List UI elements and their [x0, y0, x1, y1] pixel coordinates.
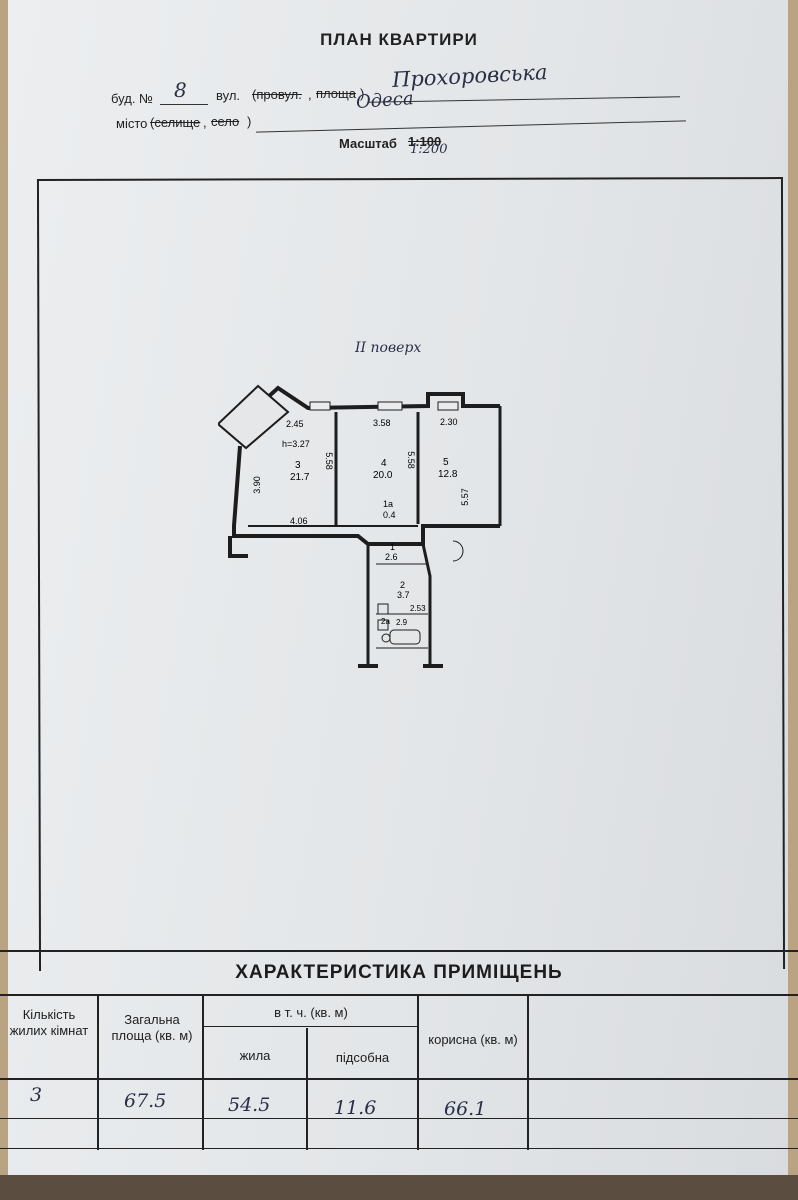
- value-aux: 11.6: [334, 1097, 377, 1119]
- value-total: 67.5: [124, 1090, 167, 1112]
- room-1a-number: 1а: [383, 499, 394, 509]
- room-2-number: 2: [400, 580, 406, 590]
- street-label: вул.: [216, 88, 241, 103]
- value-useful: 66.1: [444, 1098, 487, 1120]
- col-aux-header: підсобна: [335, 1050, 390, 1065]
- room-4-number: 4: [381, 458, 387, 469]
- dim-557: 5.57: [459, 488, 470, 506]
- dim-558-b: 5.58: [405, 451, 416, 469]
- room-3-number: 3: [295, 460, 301, 471]
- room-1-number: 1: [390, 542, 396, 552]
- dim-253: 2.53: [410, 604, 426, 613]
- room-1a-area: 0.4: [383, 510, 396, 520]
- city-struck-settlement: (селище: [150, 115, 201, 130]
- floor-plan: [218, 384, 502, 668]
- table-values-line: [0, 1078, 798, 1080]
- room-4-area: 20.0: [373, 470, 393, 481]
- room-1-area: 2.6: [385, 552, 398, 562]
- dim-358: 3.58: [373, 418, 391, 428]
- characteristics-title: ХАРАКТЕРИСТИКА ПРИМІЩЕНЬ: [235, 962, 563, 983]
- street-struck-square: площа: [316, 86, 356, 101]
- room-5-number: 5: [443, 457, 449, 468]
- city-struck-village: село: [211, 114, 240, 129]
- dim-406: 4.06: [290, 516, 308, 526]
- col-useful-header: корисна (кв. м): [428, 1032, 518, 1047]
- value-rooms: 3: [30, 1084, 43, 1106]
- table-header-line: [0, 994, 798, 996]
- building-number: 8: [174, 78, 187, 102]
- document-sheet: [8, 0, 788, 1200]
- room-2a-number: 2а: [381, 617, 390, 626]
- dim-height: h=3.27: [282, 439, 310, 449]
- col-rooms-header: Кількість жилих кімнат: [9, 1007, 89, 1038]
- dim-390: 3.90: [251, 476, 262, 494]
- scale-struck: 1:100: [408, 134, 442, 149]
- street-struck-alley: (провул.: [252, 87, 302, 102]
- room-2-area: 3.7: [397, 590, 410, 600]
- table-top-line: [0, 950, 798, 952]
- room-5-area: 12.8: [438, 469, 458, 480]
- building-underline: [160, 104, 208, 105]
- room-2a-area: 2.9: [396, 618, 408, 627]
- dim-558-a: 5.58: [323, 452, 334, 470]
- city-label: місто: [116, 116, 148, 131]
- document-title: ПЛАН КВАРТИРИ: [320, 30, 478, 49]
- col-living-header: жила: [239, 1048, 271, 1063]
- room-3-area: 21.7: [290, 472, 310, 483]
- table-edge: [0, 1175, 798, 1200]
- col-total-header: Загальна площа (кв. м): [111, 1012, 193, 1043]
- scale-label: Масштаб: [339, 136, 397, 151]
- city-value: Одеса: [355, 88, 415, 113]
- value-living: 54.5: [228, 1094, 271, 1116]
- dim-245: 2.45: [286, 419, 304, 429]
- scale-value: 1:200: [410, 142, 448, 157]
- col-incl-header: в т. ч. (кв. м): [274, 1005, 348, 1020]
- dim-230: 2.30: [440, 417, 458, 427]
- building-label: буд. №: [111, 91, 153, 106]
- floor-label: II поверх: [355, 340, 422, 356]
